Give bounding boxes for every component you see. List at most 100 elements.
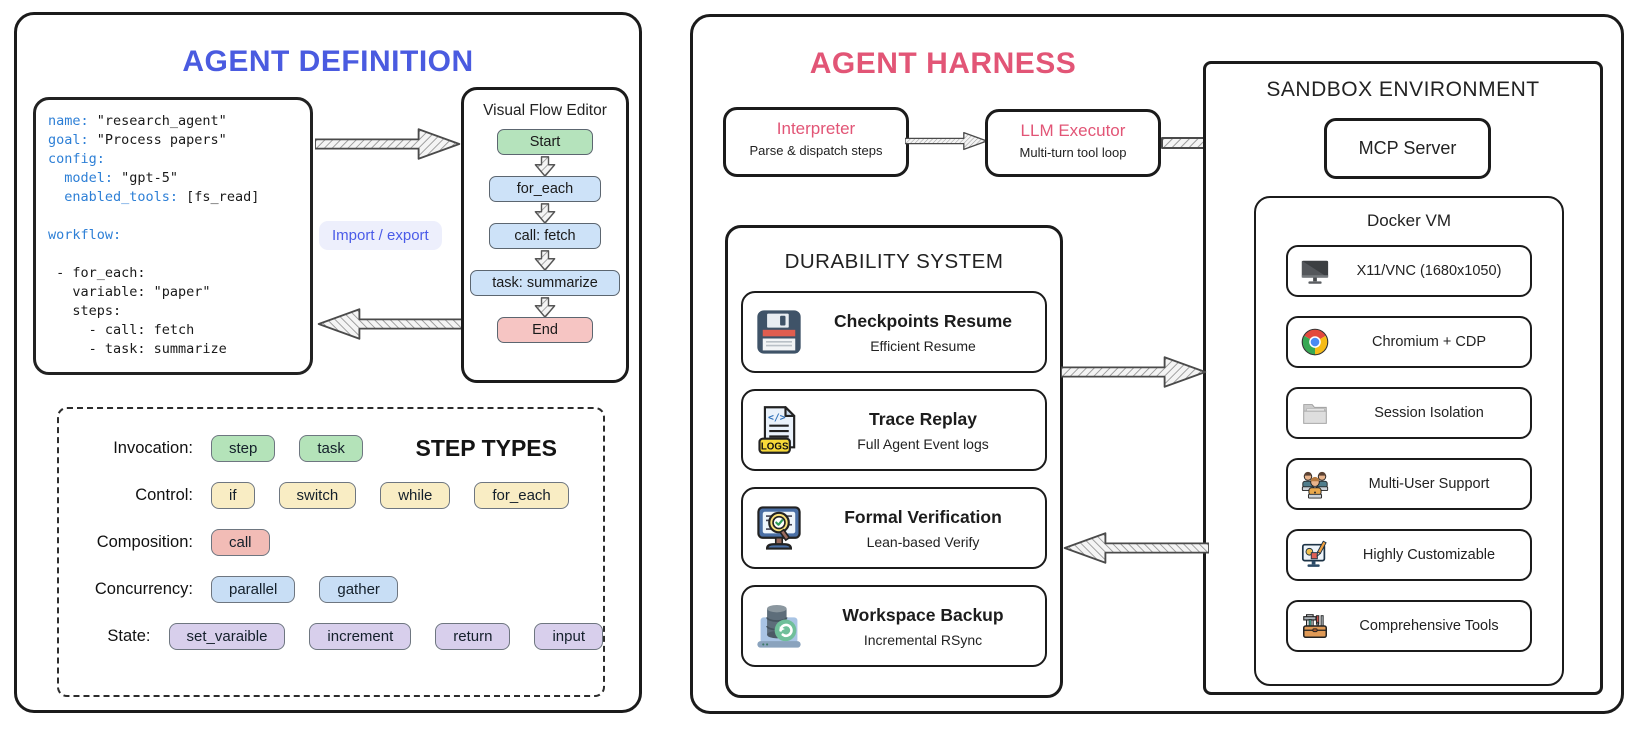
durability-item-checkpoints: Checkpoints Resume Efficient Resume — [741, 291, 1047, 373]
step-type-category-label: Composition: — [96, 533, 193, 551]
docker-item-x11-vnc: X11/VNC (1680x1050) — [1286, 245, 1532, 297]
flow-node-call-fetch[interactable]: call: fetch — [489, 223, 601, 249]
agent-config-code-editor[interactable]: name: "research_agent" goal: "Process pa… — [33, 97, 313, 375]
step-type-pill[interactable]: set_varaible — [168, 623, 286, 650]
durability-item-subtitle: Efficient Resume — [870, 337, 976, 354]
step-type-pill[interactable]: if — [211, 482, 255, 509]
agent-definition-panel: AGENT DEFINITION name: "research_agent" … — [14, 12, 642, 713]
export-arrow-icon — [315, 121, 463, 167]
step-types-box: STEP TYPES Invocation: step task Control… — [57, 407, 605, 697]
step-type-pill[interactable]: parallel — [211, 576, 296, 603]
code-line: - task: summarize — [48, 341, 227, 357]
flow-node-for-each[interactable]: for_each — [489, 176, 601, 202]
code-line: variable: "paper" — [48, 284, 211, 300]
docker-item-session-isolation: Session Isolation — [1286, 387, 1532, 439]
docker-item-multi-user: Multi-User Support — [1286, 458, 1532, 510]
code-line: - call: fetch — [48, 322, 195, 338]
durability-system-title: DURABILITY SYSTEM — [784, 250, 1004, 273]
sandbox-environment-title: SANDBOX ENVIRONMENT — [1266, 78, 1540, 101]
docker-item-highly-customizable: Highly Customizable — [1286, 529, 1532, 581]
code-line: goal: "Process papers" — [48, 132, 227, 148]
llm-executor-node: LLM Executor Multi-turn tool loop — [985, 109, 1161, 177]
docker-vm-box: Docker VM X11/VNC (1680x10 — [1254, 196, 1564, 686]
code-line: name: "research_agent" — [48, 113, 227, 129]
docker-item-label: Multi-User Support — [1368, 476, 1490, 492]
docker-item-label: Comprehensive Tools — [1359, 618, 1499, 634]
step-type-pill[interactable]: task — [299, 435, 363, 462]
docker-vm-title: Docker VM — [1366, 211, 1452, 230]
step-type-pill[interactable]: increment — [309, 623, 412, 650]
durability-item-workspace-backup: Workspace Backup Incremental RSync — [741, 585, 1047, 667]
step-type-pill[interactable]: return — [435, 623, 511, 650]
flow-node-start[interactable]: Start — [497, 129, 593, 155]
flow-node-end[interactable]: End — [497, 317, 593, 343]
flow-node-task-summarize[interactable]: task: summarize — [470, 270, 620, 296]
toolbox-icon — [1300, 611, 1332, 641]
step-type-pill[interactable]: while — [380, 482, 451, 509]
code-line — [48, 245, 298, 264]
agent-harness-panel: AGENT HARNESS Interpreter Parse & dispat… — [690, 14, 1624, 714]
import-export-label: Import / export — [319, 221, 442, 250]
code-line: enabled_tools: [fs_read] — [48, 189, 260, 205]
step-type-row-invocation: Invocation: step task — [65, 433, 603, 464]
sandbox-to-durability-arrow-icon — [1061, 527, 1209, 569]
durability-to-sandbox-arrow-icon — [1061, 351, 1209, 393]
code-line: config: — [48, 151, 105, 167]
durability-item-title: Formal Verification — [844, 506, 1002, 527]
interpreter-title: Interpreter — [776, 119, 856, 138]
flow-down-arrow-icon — [464, 249, 626, 271]
step-types-title: STEP TYPES — [415, 435, 557, 461]
mcp-server-node: MCP Server — [1324, 118, 1491, 179]
design-monitor-icon — [1300, 540, 1332, 570]
code-line: workflow: — [48, 227, 122, 243]
code-line: model: "gpt-5" — [48, 170, 179, 186]
durability-item-title: Workspace Backup — [842, 604, 1004, 625]
docker-item-label: X11/VNC (1680x1050) — [1356, 263, 1502, 279]
step-type-row-composition: Composition: call — [65, 527, 603, 558]
docker-item-label: Chromium + CDP — [1371, 334, 1486, 350]
svg-text:LOGS: LOGS — [761, 442, 789, 453]
flow-down-arrow-icon — [464, 202, 626, 224]
durability-system-box: DURABILITY SYSTEM — [725, 225, 1063, 698]
step-type-category-label: Concurrency: — [94, 580, 193, 598]
docker-item-label: Session Isolation — [1374, 405, 1484, 421]
multi-user-icon — [1300, 469, 1332, 499]
logs-document-icon: </> LOGS — [753, 404, 807, 456]
folder-icon — [1300, 398, 1332, 428]
flow-editor-title: Visual Flow Editor — [483, 102, 607, 119]
step-type-pill[interactable]: switch — [278, 482, 357, 509]
docker-item-chromium: Chromium + CDP — [1286, 316, 1532, 368]
step-type-category-label: State: — [107, 627, 151, 645]
durability-item-subtitle: Full Agent Event logs — [857, 435, 989, 452]
step-type-pill[interactable]: for_each — [474, 482, 569, 509]
flow-down-arrow-icon — [464, 155, 626, 177]
step-type-row-state: State: set_varaible increment return inp… — [65, 621, 603, 652]
llm-executor-title: LLM Executor — [1020, 121, 1126, 140]
durability-item-subtitle: Lean-based Verify — [866, 533, 980, 550]
chrome-icon — [1300, 327, 1332, 357]
flow-down-arrow-icon — [464, 296, 626, 318]
step-type-pill[interactable]: call — [211, 529, 270, 556]
svg-text:</>: </> — [768, 412, 786, 423]
sandbox-environment-box: SANDBOX ENVIRONMENT MCP Server Docker VM — [1203, 61, 1603, 695]
step-type-pill[interactable]: input — [534, 623, 603, 650]
verified-monitor-icon — [753, 502, 807, 554]
step-type-pill[interactable]: step — [211, 435, 276, 462]
agent-harness-title: AGENT HARNESS — [809, 47, 1077, 80]
database-sync-icon — [753, 600, 807, 652]
llm-executor-subtitle: Multi-turn tool loop — [1019, 145, 1127, 160]
step-type-category-label: Control: — [135, 486, 193, 504]
durability-item-title: Checkpoints Resume — [834, 310, 1012, 331]
code-line: steps: — [48, 303, 122, 319]
step-type-row-concurrency: Concurrency: parallel gather — [65, 574, 603, 605]
docker-item-label: Highly Customizable — [1362, 547, 1496, 563]
monitor-icon — [1300, 256, 1332, 286]
agent-definition-title: AGENT DEFINITION — [182, 45, 474, 78]
step-type-row-control: Control: if switch while for_each — [65, 480, 603, 511]
durability-item-subtitle: Incremental RSync — [863, 631, 983, 648]
visual-flow-editor: Visual Flow Editor Start for_each call: … — [461, 87, 629, 383]
step-type-pill[interactable]: gather — [319, 576, 398, 603]
docker-item-comprehensive-tools: Comprehensive Tools — [1286, 600, 1532, 652]
interpreter-subtitle: Parse & dispatch steps — [749, 143, 883, 158]
